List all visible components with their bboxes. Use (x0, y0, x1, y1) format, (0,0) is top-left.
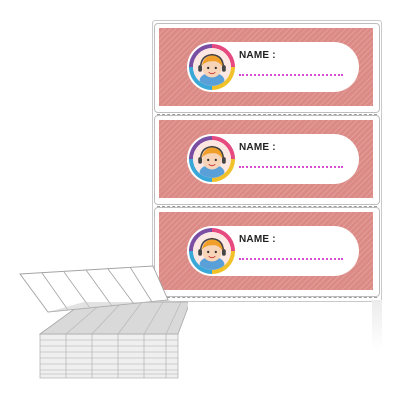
child-with-headphones-icon (189, 136, 235, 182)
label-outline-2 (154, 115, 380, 205)
name-pill: NAME : (187, 134, 359, 184)
name-caption: NAME : (239, 234, 276, 245)
perforation-line (157, 297, 377, 298)
name-write-line[interactable] (239, 166, 343, 168)
name-write-line[interactable] (239, 258, 343, 260)
label-sheet: NAME : (152, 20, 382, 302)
perforation-line (157, 206, 377, 207)
fanfold-label-stack-icon (19, 265, 188, 379)
name-write-line[interactable] (239, 74, 343, 76)
child-with-headphones-icon (189, 228, 235, 274)
label-outline-3 (154, 207, 380, 297)
name-pill: NAME : (187, 226, 359, 276)
name-label-3: NAME : (159, 212, 373, 290)
name-pill: NAME : (187, 42, 359, 92)
name-label-2: NAME : (159, 120, 373, 198)
sheet-reflection (372, 300, 382, 350)
name-caption: NAME : (239, 50, 276, 61)
label-outline-1 (154, 23, 380, 113)
name-label-1: NAME : (159, 28, 373, 106)
perforation-line (157, 114, 377, 115)
name-caption: NAME : (239, 142, 276, 153)
child-with-headphones-icon (189, 44, 235, 90)
